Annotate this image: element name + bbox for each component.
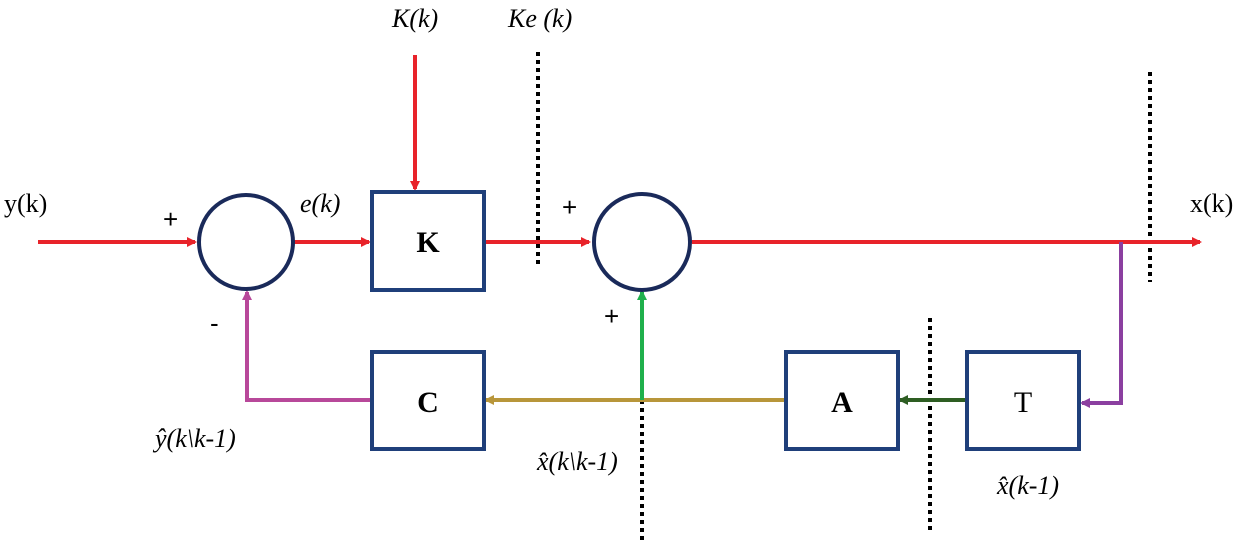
- block-A-label: A: [831, 386, 853, 419]
- block-K: [370, 190, 486, 292]
- sign-sum2-plus-bottom: +: [604, 301, 619, 331]
- sign-sum1-plus: +: [163, 204, 178, 234]
- label-gain: K(k): [391, 4, 438, 33]
- block-C-label: C: [417, 386, 439, 419]
- label-x-hat-pred: x̂(k\k-1): [536, 447, 618, 476]
- wire-output-to-T: [1080, 242, 1123, 408]
- summing-junction-2: [592, 192, 692, 292]
- sign-sum2-plus-top: +: [562, 192, 577, 222]
- label-error: e(k): [300, 189, 340, 218]
- label-x-hat-prev: x̂(k-1): [996, 471, 1059, 500]
- label-gain-error: Ke (k): [507, 4, 572, 33]
- block-C: [370, 350, 486, 451]
- sign-sum1-minus: -: [210, 308, 219, 338]
- label-output-x: x(k): [1190, 189, 1233, 218]
- block-T-label: T: [1014, 386, 1032, 419]
- wire-C-to-sum1: [242, 290, 372, 402]
- label-y-hat: ŷ(k\k-1): [152, 424, 236, 453]
- block-T: [965, 350, 1081, 451]
- summing-junction-1: [197, 193, 295, 291]
- label-input-y: y(k): [4, 189, 47, 218]
- block-A: [784, 350, 900, 451]
- block-K-label: K: [416, 226, 440, 259]
